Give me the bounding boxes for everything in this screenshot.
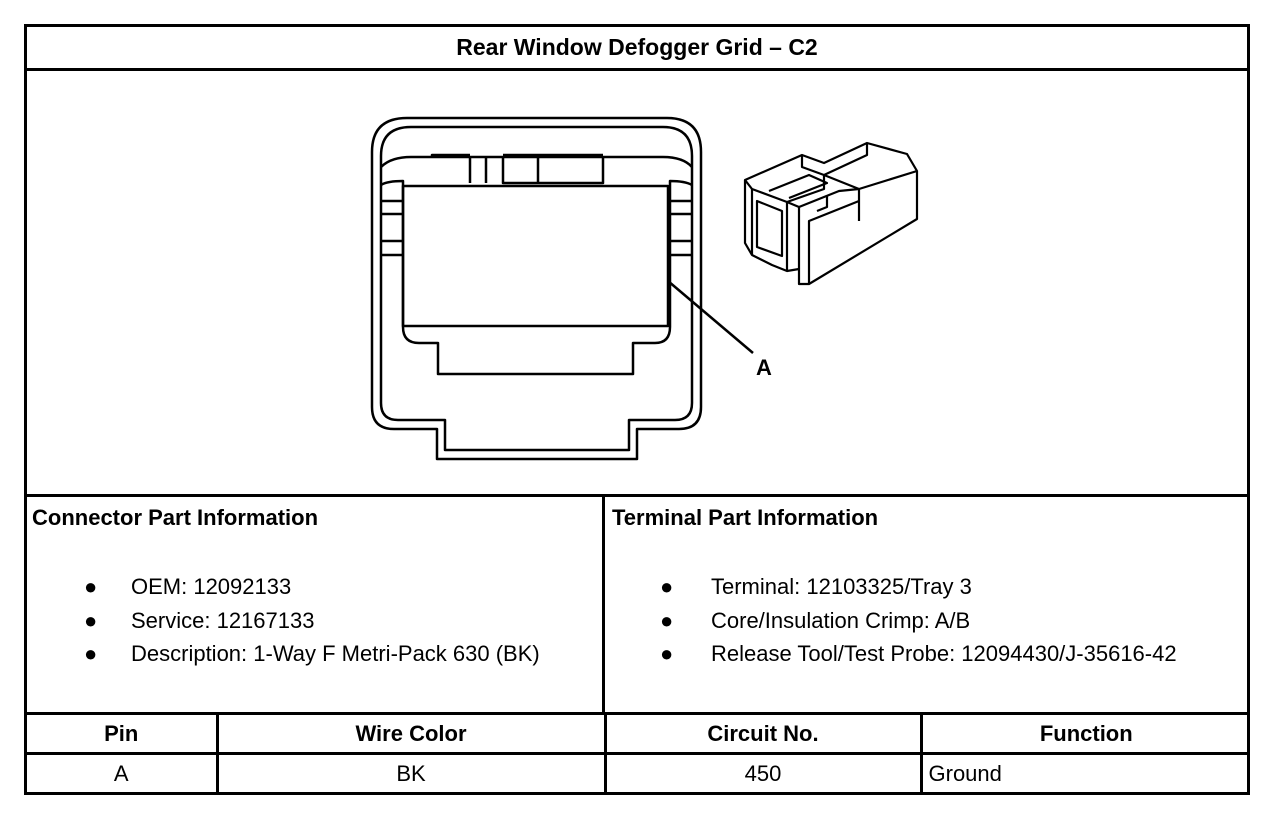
connector-drawing: A: [370, 116, 919, 461]
connector-figure: A: [27, 71, 1247, 494]
cell-wire-color: BK: [217, 753, 607, 794]
terminal-part-info: Terminal Part Information ●Terminal: 121…: [612, 505, 1177, 666]
cell-pin: A: [27, 753, 219, 794]
table-row: A BK 450 Ground: [27, 753, 1250, 794]
callout-leader-line: [667, 280, 754, 354]
connector-latch-slot: [468, 157, 605, 185]
bullet-icon: ●: [84, 607, 98, 633]
bullet-icon: ●: [660, 641, 674, 666]
cell-circuit-no: 450: [605, 753, 923, 794]
connector-right-guides: [670, 199, 692, 257]
cell-function: Ground: [928, 761, 1002, 787]
connector-inner-housing: [379, 125, 694, 452]
connector-outer-housing: [370, 116, 703, 461]
bullet-icon: ●: [660, 574, 674, 599]
connector-part-info: Connector Part Information ●OEM: 1209213…: [27, 497, 605, 712]
column-header-pin: Pin: [27, 713, 219, 755]
terminal-part-info-heading: Terminal Part Information: [612, 505, 879, 530]
bullet-icon: ●: [84, 641, 98, 666]
connector-top-lip: [380, 155, 693, 168]
diagram-title: Rear Window Defogger Grid – C2: [27, 27, 1247, 71]
bullet-icon: ●: [84, 574, 98, 599]
terminal-cavity-a: [401, 184, 670, 328]
connector-left-guides: [381, 199, 403, 257]
pin-table-header-row: Pin Wire Color Circuit No. Function: [27, 713, 1250, 755]
bullet-icon: ●: [660, 607, 674, 633]
column-header-function: Function: [921, 713, 1250, 755]
pin-table: Pin Wire Color Circuit No. Function A BK…: [27, 712, 1250, 794]
column-header-circuit-no: Circuit No.: [605, 713, 923, 755]
column-header-wire-color: Wire Color: [217, 713, 607, 755]
callout-label-a: A: [756, 355, 772, 380]
connector-sheet: Rear Window Defogger Grid – C2 A: [24, 24, 1250, 795]
connector-latch-top: [430, 153, 603, 157]
connector-isometric-icon: [743, 141, 919, 286]
connector-part-info-heading: Connector Part Information: [32, 505, 319, 530]
connector-inner-walls: [380, 179, 693, 376]
part-information-section: Connector Part Information ●OEM: 1209213…: [27, 494, 1247, 712]
